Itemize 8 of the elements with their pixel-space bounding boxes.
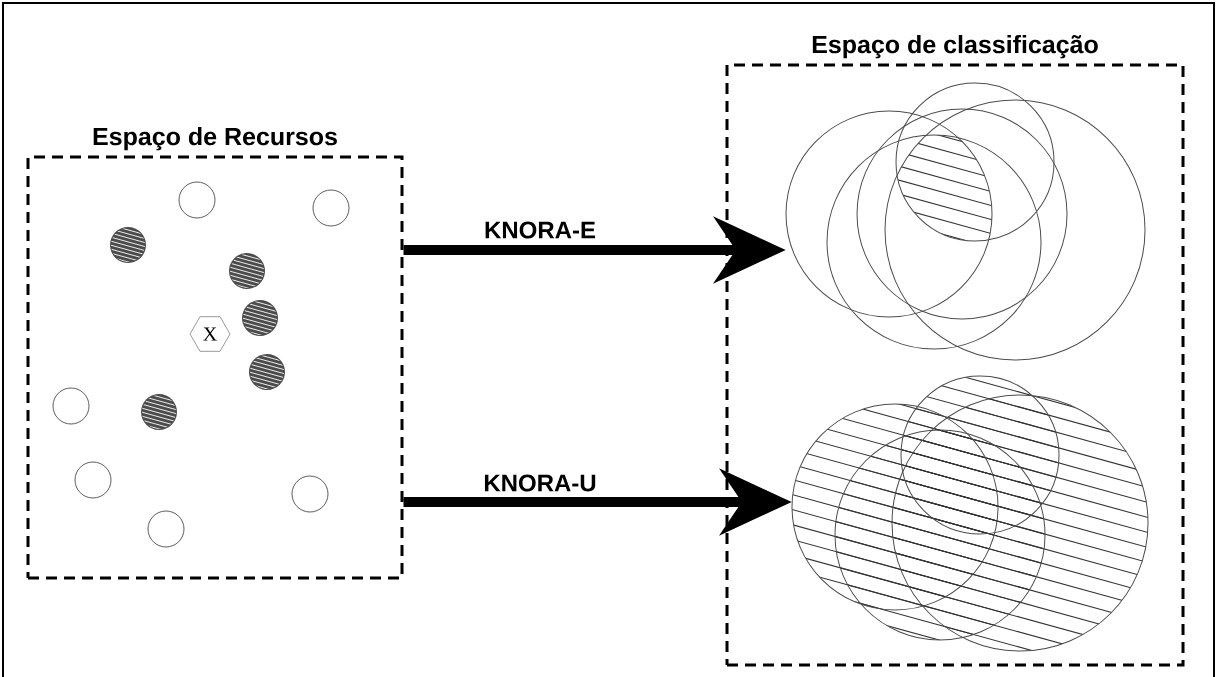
node-label: Espaço de Recursos <box>93 127 337 151</box>
edge-label: KNORA-E <box>485 221 596 239</box>
node-label: Espaço de classificação <box>812 35 1098 59</box>
hexagon-point: X <box>189 316 231 352</box>
overlapping-circles-drawing <box>791 375 1149 652</box>
edge-label: KNORA-U <box>484 474 596 492</box>
dashed-box: Espaço de classificação <box>725 35 1185 667</box>
overlapping-circles-drawing <box>785 82 1146 361</box>
